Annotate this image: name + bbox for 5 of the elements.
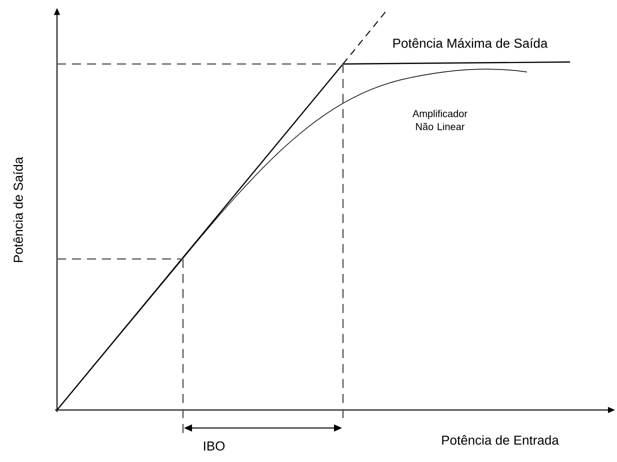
- curve-label: Amplificador Não Linear: [412, 110, 468, 130]
- axis-label: Potência de Entrada: [442, 435, 559, 445]
- dimension-label: IBO: [204, 441, 225, 451]
- axis-label: Potência de Saída: [13, 156, 23, 262]
- axis-label: Potência Máxima de Saída: [393, 38, 548, 48]
